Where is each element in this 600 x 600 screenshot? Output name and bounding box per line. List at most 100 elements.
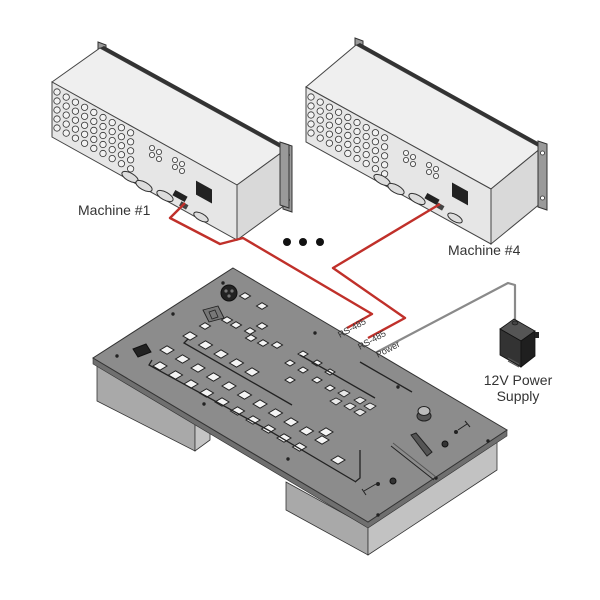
machine-4-dsub-connector	[387, 182, 405, 196]
panel-key[interactable]	[330, 455, 346, 465]
panel-key[interactable]	[174, 354, 191, 364]
nav-button[interactable]	[353, 408, 367, 417]
panel-key[interactable]	[152, 361, 168, 371]
fader-markers	[361, 420, 471, 496]
screw-hole	[376, 513, 380, 517]
bnc-connector	[316, 116, 324, 124]
panel-key[interactable]	[238, 292, 252, 300]
rs485-cable-machine-4	[331, 202, 441, 340]
brand-logo	[132, 343, 152, 358]
bnc-connector	[353, 127, 361, 136]
screw-hole	[115, 354, 119, 358]
audio-connector	[402, 156, 409, 163]
panel-key[interactable]	[256, 339, 270, 347]
bnc-connector	[71, 107, 80, 115]
screw-hole	[313, 331, 317, 335]
audio-connector	[409, 160, 416, 167]
bnc-connector	[316, 125, 324, 133]
audio-connector	[155, 148, 162, 155]
bnc-connector	[90, 144, 98, 152]
machine-4-rack-ear-right	[537, 140, 548, 211]
fader-track	[390, 445, 435, 481]
panel-key[interactable]	[228, 358, 245, 368]
panel-key[interactable]	[255, 322, 269, 330]
bnc-connector	[316, 98, 324, 106]
machine-4-rs485-port	[424, 192, 440, 206]
ellipsis-dot	[299, 238, 307, 246]
panel-key[interactable]	[214, 397, 230, 407]
panel-key[interactable]	[244, 367, 260, 377]
bnc-connector	[325, 121, 333, 129]
rotary-knob[interactable]	[416, 406, 432, 422]
nav-button[interactable]	[343, 402, 357, 411]
panel-key[interactable]	[255, 302, 269, 310]
panel-key[interactable]	[190, 363, 206, 373]
panel-key[interactable]	[243, 327, 257, 335]
panel-key[interactable]	[260, 424, 277, 434]
panel-key[interactable]	[284, 376, 296, 384]
bnc-connector	[81, 112, 89, 120]
panel-key[interactable]	[298, 426, 315, 436]
panel-key[interactable]	[198, 322, 212, 330]
bnc-connector	[62, 102, 70, 110]
panel-screws	[115, 281, 490, 517]
panel-key[interactable]	[236, 390, 253, 400]
panel-key[interactable]	[283, 417, 299, 427]
bnc-connector	[316, 134, 324, 142]
panel-key[interactable]	[314, 435, 330, 445]
bnc-connector	[371, 165, 379, 173]
bnc-connector	[99, 149, 107, 158]
bnc-connector	[344, 140, 352, 148]
power-cable	[374, 281, 517, 354]
panel-key[interactable]	[270, 341, 284, 349]
screw-hole	[171, 312, 175, 316]
power-supply-label: 12V Power Supply	[478, 372, 558, 404]
panel-key[interactable]	[220, 316, 234, 324]
bnc-connector	[90, 108, 98, 117]
button-group-brackets	[148, 338, 413, 483]
power-supply-side	[520, 330, 536, 368]
panel-key[interactable]	[213, 349, 229, 359]
panel-key[interactable]	[197, 340, 214, 350]
bnc-connector	[62, 111, 70, 119]
panel-top-plate	[92, 267, 508, 523]
panel-key[interactable]	[276, 433, 292, 443]
nav-button[interactable]	[353, 396, 367, 405]
panel-key[interactable]	[245, 415, 261, 425]
bnc-connector	[362, 124, 370, 132]
t-bar-fader[interactable]	[389, 432, 449, 485]
fader-handle[interactable]	[410, 432, 433, 457]
bnc-connector	[344, 122, 352, 131]
screw-hole	[221, 281, 225, 285]
panel-key[interactable]	[244, 334, 258, 342]
panel-key[interactable]	[205, 372, 222, 382]
audio-connector	[425, 168, 432, 175]
nav-button[interactable]	[329, 397, 343, 406]
panel-key[interactable]	[229, 406, 246, 416]
panel-key[interactable]	[311, 376, 323, 384]
nav-button[interactable]	[337, 389, 351, 398]
ellipsis-dot	[283, 238, 291, 246]
bnc-connector	[362, 151, 370, 159]
machine-4-bnc-connectors	[307, 93, 439, 179]
machine-4-rack-ear-machine1-side	[279, 141, 290, 209]
bnc-connector	[53, 97, 61, 105]
panel-key[interactable]	[221, 381, 237, 391]
bnc-connector	[53, 88, 61, 96]
panel-key[interactable]	[311, 359, 323, 367]
panel-key[interactable]	[297, 366, 309, 374]
audio-connector	[409, 153, 416, 160]
panel-key[interactable]	[318, 427, 334, 437]
bnc-connector	[53, 124, 61, 132]
panel-key[interactable]	[291, 442, 308, 452]
nav-button[interactable]	[363, 402, 377, 411]
bnc-connector	[99, 113, 107, 122]
panel-key[interactable]	[159, 345, 175, 355]
panel-key[interactable]	[229, 321, 243, 329]
panel-key[interactable]	[267, 408, 284, 418]
xlr-connector	[220, 284, 238, 302]
panel-key[interactable]	[324, 384, 336, 392]
panel-key[interactable]	[252, 399, 268, 409]
panel-key[interactable]	[284, 359, 296, 367]
